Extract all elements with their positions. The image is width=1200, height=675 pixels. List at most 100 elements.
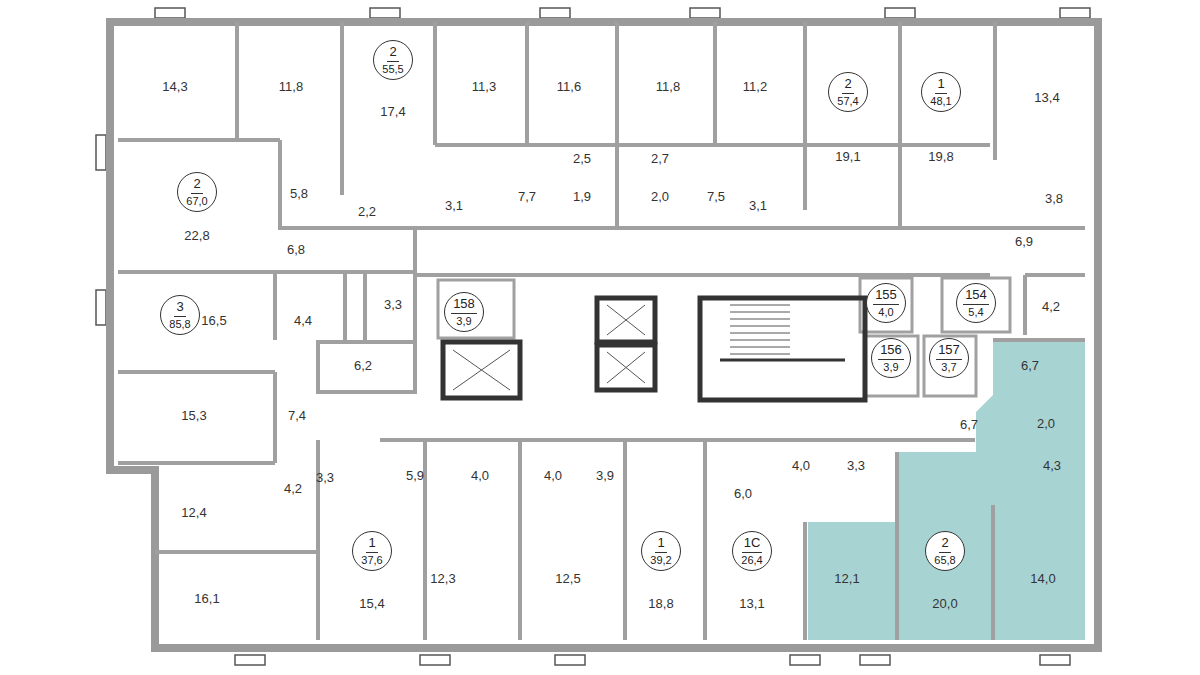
room-area: 15,4 [359, 597, 384, 611]
room-area: 22,8 [184, 229, 209, 243]
room-area: 15,3 [181, 409, 206, 423]
total-area: 26,4 [741, 553, 762, 566]
apartment-badge: 1554,0 [866, 283, 906, 323]
room-area: 4,2 [284, 482, 302, 496]
room-area: 4,0 [792, 459, 810, 473]
room-area: 16,5 [201, 314, 226, 328]
room-area: 12,1 [834, 572, 859, 586]
room-count: 2 [191, 177, 202, 193]
room-count: 2 [939, 536, 950, 552]
room-count: 156 [878, 343, 904, 359]
apartment-badge: 257,4 [828, 72, 868, 112]
room-count: 155 [873, 288, 899, 304]
apartment-badge: 1С26,4 [732, 531, 772, 571]
apartment-badge: 385,8 [160, 295, 200, 335]
apartment-badge: 139,2 [641, 531, 681, 571]
room-area: 3,8 [1045, 192, 1063, 206]
room-count: 1 [935, 77, 946, 93]
room-count: 1С [742, 536, 763, 552]
apartment-badge: 1573,7 [929, 338, 969, 378]
room-area: 4,2 [1042, 300, 1060, 314]
room-area: 2,5 [573, 152, 591, 166]
stairwell [700, 298, 865, 400]
room-area: 3,3 [384, 298, 402, 312]
outer-wall [110, 22, 1098, 648]
room-area: 12,5 [555, 572, 580, 586]
room-count: 1 [366, 536, 377, 552]
room-area: 4,3 [1043, 459, 1061, 473]
apartment-badge: 265,8 [925, 531, 965, 571]
room-count: 154 [963, 288, 989, 304]
room-area: 2,7 [651, 152, 669, 166]
total-area: 65,8 [934, 553, 955, 566]
apartment-badge: 148,1 [921, 72, 961, 112]
room-area: 2,0 [651, 190, 669, 204]
highlighted-apartment [808, 340, 1085, 640]
total-area: 67,0 [186, 194, 207, 207]
room-count: 157 [936, 343, 962, 359]
room-area: 16,1 [194, 592, 219, 606]
total-area: 3,9 [883, 360, 898, 373]
total-area: 4,0 [878, 305, 893, 318]
room-area: 6,0 [734, 487, 752, 501]
room-area: 11,8 [279, 80, 303, 94]
room-area: 6,9 [1015, 235, 1033, 249]
room-area: 6,8 [287, 243, 305, 257]
total-area: 37,6 [361, 553, 382, 566]
room-count: 158 [451, 297, 477, 313]
room-area: 11,3 [472, 80, 496, 94]
room-area: 7,4 [288, 409, 306, 423]
apartment-badge: 137,6 [352, 531, 392, 571]
room-area: 13,1 [739, 597, 764, 611]
room-area: 4,0 [471, 469, 489, 483]
room-area: 11,8 [656, 80, 680, 94]
room-area: 13,4 [1034, 91, 1059, 105]
room-area: 12,3 [430, 572, 455, 586]
room-area: 6,7 [1021, 359, 1039, 373]
interior-walls [118, 22, 1085, 640]
room-area: 3,1 [749, 199, 767, 213]
room-count: 2 [387, 45, 398, 61]
total-area: 57,4 [837, 94, 858, 107]
room-area: 6,2 [354, 359, 372, 373]
apartment-badge: 1563,9 [871, 338, 911, 378]
room-area: 20,0 [932, 597, 957, 611]
total-area: 39,2 [650, 553, 671, 566]
apartment-badge: 1545,4 [956, 283, 996, 323]
room-area: 14,0 [1030, 572, 1055, 586]
room-count: 2 [842, 77, 853, 93]
room-area: 18,8 [648, 597, 673, 611]
room-area: 11,2 [743, 80, 767, 94]
room-area: 12,4 [181, 506, 206, 520]
total-area: 85,8 [169, 317, 190, 330]
room-area: 19,1 [835, 150, 860, 164]
room-area: 5,9 [406, 469, 424, 483]
room-area: 2,0 [1037, 417, 1055, 431]
room-area: 5,8 [290, 187, 308, 201]
total-area: 3,7 [941, 360, 956, 373]
total-area: 3,9 [456, 314, 471, 327]
room-count: 3 [174, 300, 185, 316]
room-area: 6,7 [960, 418, 978, 432]
room-area: 17,4 [380, 105, 405, 119]
room-area: 19,8 [928, 150, 953, 164]
room-area: 3,1 [445, 199, 463, 213]
room-area: 4,0 [544, 469, 562, 483]
room-area: 7,7 [518, 190, 536, 204]
apartment-badge: 1583,9 [444, 292, 484, 332]
stair-steps [720, 305, 845, 360]
apartment-badge: 267,0 [177, 172, 217, 212]
total-area: 5,4 [968, 305, 983, 318]
room-area: 14,3 [162, 80, 187, 94]
windows [96, 8, 1090, 665]
room-area: 3,3 [316, 471, 334, 485]
room-area: 7,5 [707, 190, 725, 204]
total-area: 48,1 [930, 94, 951, 107]
room-area: 4,4 [294, 314, 312, 328]
room-area: 2,2 [358, 205, 376, 219]
room-area: 3,3 [847, 459, 865, 473]
room-area: 3,9 [596, 469, 614, 483]
elevators [443, 298, 655, 398]
